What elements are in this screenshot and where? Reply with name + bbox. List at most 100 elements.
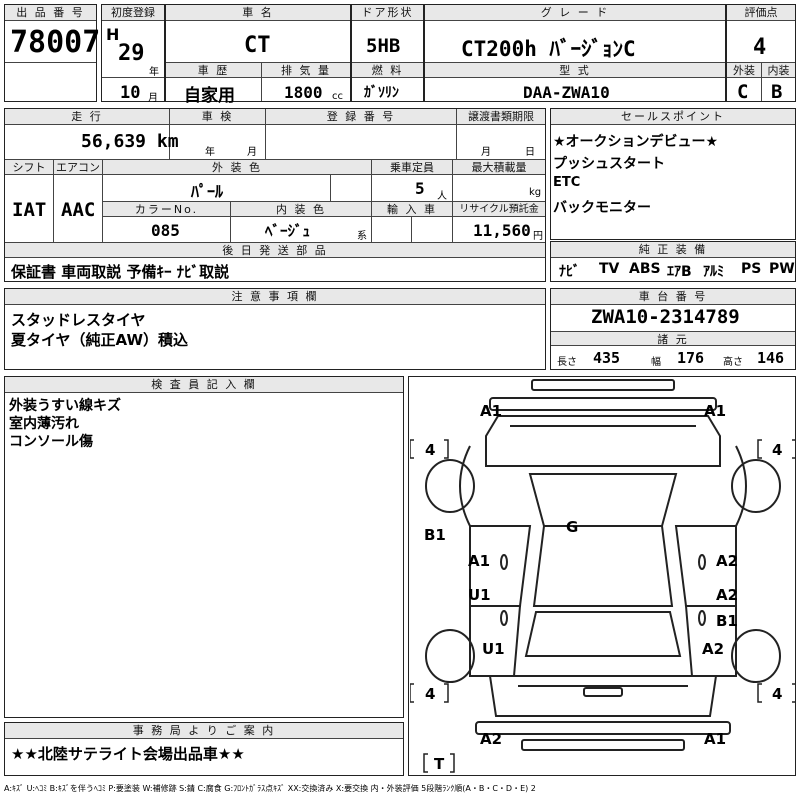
mark-tire-fr: 4 bbox=[772, 441, 782, 459]
mark-front-left: A1 bbox=[480, 402, 502, 420]
int-grade-label: 内装 bbox=[762, 63, 795, 78]
inspection-label: 車 検 bbox=[170, 109, 265, 125]
capacity-value: 5 bbox=[415, 179, 425, 198]
docs-label: 後 日 発 送 部 品 bbox=[5, 243, 545, 258]
inspection-year-unit: 年 bbox=[205, 147, 215, 158]
equipment-label: 純 正 装 備 bbox=[551, 242, 795, 258]
reg-no-label: 登 録 番 号 bbox=[266, 109, 456, 125]
shift-label: シフト bbox=[5, 160, 53, 175]
displacement-unit: cc bbox=[332, 91, 343, 102]
fuel-label: 燃 料 bbox=[352, 63, 423, 78]
first-reg-box: 初度登録 H 29 年 10 月 bbox=[101, 4, 165, 104]
grade-box: グ レ ー ド CT200h ﾊﾞｰｼﾞｮﾝC 型 式 DAA-ZWA10 bbox=[424, 4, 726, 102]
score-value: 4 bbox=[753, 35, 767, 60]
chassis-box: 車 台 番 号 ZWA10-2314789 諸 元 長さ 435 幅 176 高… bbox=[550, 288, 796, 370]
first-reg-label: 初度登録 bbox=[102, 5, 164, 21]
reg-month: 10 bbox=[120, 83, 141, 103]
mark-door-fl: A1 bbox=[468, 552, 490, 570]
int-grade-value: B bbox=[771, 81, 783, 103]
import-label: 輸 入 車 bbox=[372, 202, 452, 217]
car-diagram-box bbox=[408, 376, 796, 776]
mark-fender-left: B1 bbox=[424, 526, 446, 544]
year-unit: 年 bbox=[149, 67, 159, 78]
notes-line: スタッドレスタイヤ bbox=[11, 311, 146, 329]
ext-color-label: 外 装 色 bbox=[103, 160, 371, 175]
equipment-item: ｴｱB bbox=[667, 264, 692, 280]
type-value: DAA-ZWA10 bbox=[523, 83, 610, 102]
equipment-item: ABS bbox=[629, 261, 661, 277]
capacity-label: 乗車定員 bbox=[372, 160, 452, 175]
docs-value: 保証書 車両取説 予備ｷｰ ﾅﾋﾞ取説 bbox=[11, 263, 230, 281]
sales-point-item: バックモニター bbox=[553, 200, 651, 216]
ext-grade-label: 外装 bbox=[727, 63, 761, 78]
mark-front-right: A1 bbox=[704, 402, 726, 420]
door-box: ドア形状 5HB 燃 料 ｶﾞｿﾘﾝ bbox=[351, 4, 424, 102]
door-value: 5HB bbox=[366, 35, 401, 57]
grade-value: CT200h ﾊﾞｰｼﾞｮﾝC bbox=[461, 37, 636, 61]
office-message: ★★北陸サテライト会場出品車★★ bbox=[11, 745, 245, 763]
legend-text: A:ｷｽﾞ U:ﾍｺﾐ B:ｷｽﾞを伴うﾍｺﾐ P:要塗装 W:補修跡 S:錆 … bbox=[4, 784, 536, 793]
mileage-value: 56,639 km bbox=[81, 131, 179, 152]
sales-point-item: プッシュスタート bbox=[553, 156, 665, 172]
lot-number: 78007 bbox=[10, 25, 101, 60]
chassis-label: 車 台 番 号 bbox=[551, 289, 795, 305]
equipment-item: ｱﾙﾐ bbox=[703, 264, 724, 280]
displacement-value: 1800 bbox=[284, 83, 323, 102]
fuel-value: ｶﾞｿﾘﾝ bbox=[364, 85, 399, 101]
ac-value: AAC bbox=[61, 199, 96, 221]
ext-grade-value: C bbox=[737, 81, 749, 103]
sales-points-box: セールスポイント ★オークションデビュー★ プッシュスタート ETC バックモニ… bbox=[550, 108, 796, 240]
mark-tire-rr: 4 bbox=[772, 685, 782, 703]
mark-rear-left: A2 bbox=[480, 730, 502, 748]
era-letter: H bbox=[106, 25, 120, 44]
mileage-label: 走 行 bbox=[5, 109, 169, 125]
mark-door-rr: A2 bbox=[716, 586, 738, 604]
details-box: 走 行 車 検 登 録 番 号 譲渡書類期限 56,639 km 年 月 月 日… bbox=[4, 108, 546, 282]
door-label: ドア形状 bbox=[352, 5, 423, 21]
inspector-line: 室内薄汚れ bbox=[9, 416, 79, 432]
int-color-label: 内 装 色 bbox=[231, 202, 371, 217]
mark-door-rl: U1 bbox=[468, 586, 491, 604]
equipment-item: PW bbox=[769, 261, 795, 277]
equipment-item: TV bbox=[599, 261, 620, 277]
height-label: 高さ bbox=[723, 357, 743, 368]
equipment-box: 純 正 装 備 ﾅﾋﾞ TV ABS ｴｱB ｱﾙﾐ PS PW bbox=[550, 241, 796, 282]
recycle-value: 11,560 bbox=[473, 221, 531, 240]
notes-label: 注 意 事 項 欄 bbox=[5, 289, 545, 305]
inspector-line: 外装うすい線キズ bbox=[9, 398, 121, 414]
capacity-unit: 人 bbox=[437, 191, 447, 202]
history-label: 車 歴 bbox=[166, 63, 261, 78]
mark-door-fr: A2 bbox=[716, 552, 738, 570]
equipment-item: PS bbox=[741, 261, 762, 277]
ext-color-value: ﾊﾟｰﾙ bbox=[191, 182, 224, 201]
spec-label: 諸 元 bbox=[551, 331, 795, 346]
inspection-month-unit: 月 bbox=[247, 147, 257, 158]
model-name: CT bbox=[244, 33, 271, 58]
sales-point-item: ETC bbox=[553, 175, 581, 190]
recycle-label: リサイクル預託金 bbox=[453, 202, 545, 217]
height-value: 146 bbox=[757, 349, 785, 367]
color-no-value: 085 bbox=[151, 221, 180, 240]
car-diagram: A1 A1 4 4 B1 G A1 A2 U1 A2 B1 U1 A2 4 4 … bbox=[410, 379, 796, 773]
transfer-day-unit: 日 bbox=[525, 147, 535, 158]
model-label: 車 名 bbox=[166, 5, 350, 21]
inspector-label: 検 査 員 記 入 欄 bbox=[5, 377, 403, 393]
length-value: 435 bbox=[593, 349, 621, 367]
ac-label: エアコン bbox=[54, 160, 102, 175]
mark-rear-right: A1 bbox=[704, 730, 726, 748]
sales-point-item: ★オークションデビュー★ bbox=[553, 134, 719, 150]
length-label: 長さ bbox=[557, 357, 577, 368]
color-no-label: カラーNo. bbox=[103, 202, 230, 217]
mark-tire-rl: 4 bbox=[425, 685, 435, 703]
mark-quarter-right: A2 bbox=[702, 640, 724, 658]
notes-line: 夏タイヤ（純正AW）積込 bbox=[11, 331, 189, 349]
displacement-label: 排 気 量 bbox=[262, 63, 350, 78]
load-label: 最大積載量 bbox=[453, 160, 545, 175]
transfer-month-unit: 月 bbox=[481, 147, 491, 158]
mark-trunk: T bbox=[434, 755, 445, 773]
equipment-item: ﾅﾋﾞ bbox=[559, 264, 580, 280]
mark-tire-fl: 4 bbox=[425, 441, 435, 459]
type-label: 型 式 bbox=[425, 63, 725, 78]
int-color-value: ﾍﾞｰｼﾞｭ bbox=[265, 222, 311, 240]
inspector-box: 検 査 員 記 入 欄 外装うすい線キズ 室内薄汚れ コンソール傷 bbox=[4, 376, 404, 718]
